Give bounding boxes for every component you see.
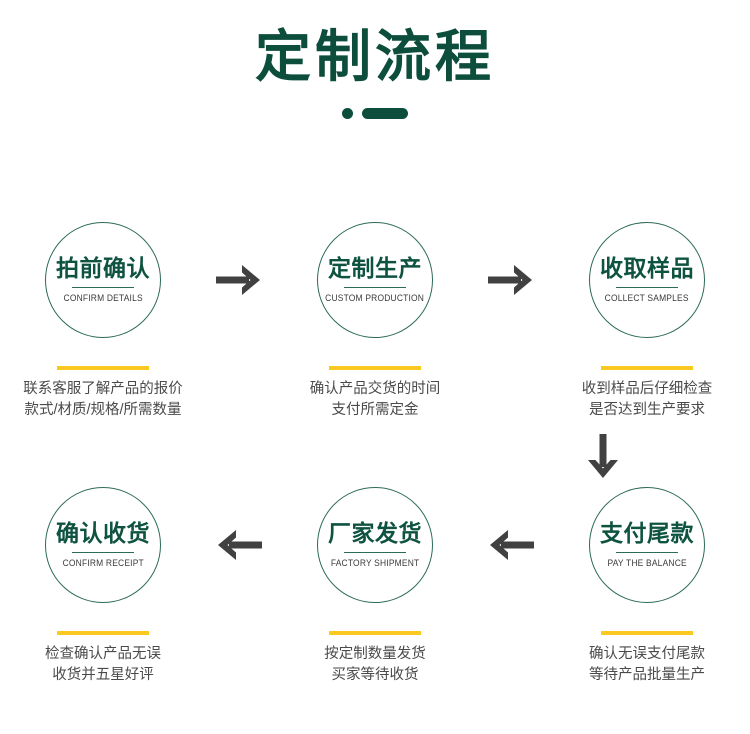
row-connector xyxy=(0,434,750,480)
caption-line-1: 确认无误支付尾款 xyxy=(589,645,705,662)
arrow-slot xyxy=(203,222,275,338)
step-title-cn: 确认收货 xyxy=(56,520,150,546)
caption-line-2: 支付所需定金 xyxy=(331,401,419,418)
step-caption: 按定制数量发货 买家等待收货 xyxy=(324,644,426,686)
step-circle: 定制生产 CUSTOM PRODUCTION xyxy=(317,222,433,338)
arrow-slot xyxy=(475,487,547,603)
step-circle: 支付尾款 PAY THE BALANCE xyxy=(589,487,705,603)
arrow-slot xyxy=(203,487,275,603)
step-title-en: PAY THE BALANCE xyxy=(607,558,687,568)
flow-row-one: 拍前确认 CONFIRM DETAILS 联系客服了解产品的报价 款式/材质/规… xyxy=(0,222,750,421)
circle-divider xyxy=(616,287,678,288)
step-caption: 检查确认产品无误 收货并五星好评 xyxy=(45,644,161,686)
caption-line-2: 款式/材质/规格/所需数量 xyxy=(24,401,182,418)
flow-step-pay-the-balance[interactable]: 支付尾款 PAY THE BALANCE 确认无误支付尾款 等待产品批量生产 xyxy=(547,487,747,686)
decoration-dash-icon xyxy=(362,107,408,119)
caption-accent-rule xyxy=(601,631,693,635)
arrow-left-icon xyxy=(218,530,262,560)
arrow-down-icon xyxy=(587,434,618,478)
caption-line-2: 收货并五星好评 xyxy=(52,666,154,683)
flow-row-two: 确认收货 CONFIRM RECEIPT 检查确认产品无误 收货并五星好评 厂家… xyxy=(0,487,750,686)
step-title-en: COLLECT SAMPLES xyxy=(604,293,690,303)
arrow-left-icon xyxy=(490,530,534,560)
step-circle: 确认收货 CONFIRM RECEIPT xyxy=(45,487,161,603)
step-title-en: FACTORY SHIPMENT xyxy=(330,558,420,568)
caption-line-1: 检查确认产品无误 xyxy=(45,645,161,662)
circle-divider xyxy=(72,552,134,553)
caption-line-1: 联系客服了解产品的报价 xyxy=(23,380,183,397)
arrow-right-icon xyxy=(216,265,260,295)
title-decoration xyxy=(0,107,750,119)
circle-divider xyxy=(344,552,406,553)
arrow-right-icon xyxy=(488,265,532,295)
circle-divider xyxy=(72,287,134,288)
page-title: 定制流程 xyxy=(255,25,495,88)
caption-line-2: 等待产品批量生产 xyxy=(589,666,705,683)
caption-line-2: 买家等待收货 xyxy=(331,666,419,683)
step-title-cn: 定制生产 xyxy=(328,255,422,281)
step-title-cn: 厂家发货 xyxy=(328,520,422,546)
flow-step-confirm-receipt[interactable]: 确认收货 CONFIRM RECEIPT 检查确认产品无误 收货并五星好评 xyxy=(3,487,203,686)
flow-step-custom-production[interactable]: 定制生产 CUSTOM PRODUCTION 确认产品交货的时间 支付所需定金 xyxy=(275,222,475,421)
step-title-cn: 拍前确认 xyxy=(56,255,150,281)
step-caption: 确认产品交货的时间 支付所需定金 xyxy=(310,379,441,421)
arrow-slot xyxy=(475,222,547,338)
step-title-en: CONFIRM RECEIPT xyxy=(62,558,144,568)
caption-accent-rule xyxy=(57,366,149,370)
caption-accent-rule xyxy=(57,631,149,635)
step-title-en: CUSTOM PRODUCTION xyxy=(325,293,425,303)
caption-line-1: 收到样品后仔细检查 xyxy=(581,380,713,397)
flow-step-factory-shipment[interactable]: 厂家发货 FACTORY SHIPMENT 按定制数量发货 买家等待收货 xyxy=(275,487,475,686)
caption-line-1: 确认产品交货的时间 xyxy=(309,380,441,397)
circle-divider xyxy=(616,552,678,553)
step-caption: 收到样品后仔细检查 是否达到生产要求 xyxy=(582,379,713,421)
step-circle: 拍前确认 CONFIRM DETAILS xyxy=(45,222,161,338)
step-caption: 联系客服了解产品的报价 款式/材质/规格/所需数量 xyxy=(23,379,183,421)
circle-divider xyxy=(344,287,406,288)
decoration-dot-icon xyxy=(342,107,353,119)
caption-accent-rule xyxy=(329,366,421,370)
flow-step-collect-samples[interactable]: 收取样品 COLLECT SAMPLES 收到样品后仔细检查 是否达到生产要求 xyxy=(547,222,747,421)
step-title-en: CONFIRM DETAILS xyxy=(63,293,143,303)
page-header: 定制流程 xyxy=(0,0,750,119)
step-caption: 确认无误支付尾款 等待产品批量生产 xyxy=(589,644,705,686)
caption-line-1: 按定制数量发货 xyxy=(324,645,426,662)
step-circle: 厂家发货 FACTORY SHIPMENT xyxy=(317,487,433,603)
caption-accent-rule xyxy=(329,631,421,635)
step-title-cn: 支付尾款 xyxy=(600,520,694,546)
step-circle: 收取样品 COLLECT SAMPLES xyxy=(589,222,705,338)
caption-accent-rule xyxy=(601,366,693,370)
step-title-cn: 收取样品 xyxy=(600,255,694,281)
caption-line-2: 是否达到生产要求 xyxy=(589,401,705,418)
flow-step-confirm-details[interactable]: 拍前确认 CONFIRM DETAILS 联系客服了解产品的报价 款式/材质/规… xyxy=(3,222,203,421)
